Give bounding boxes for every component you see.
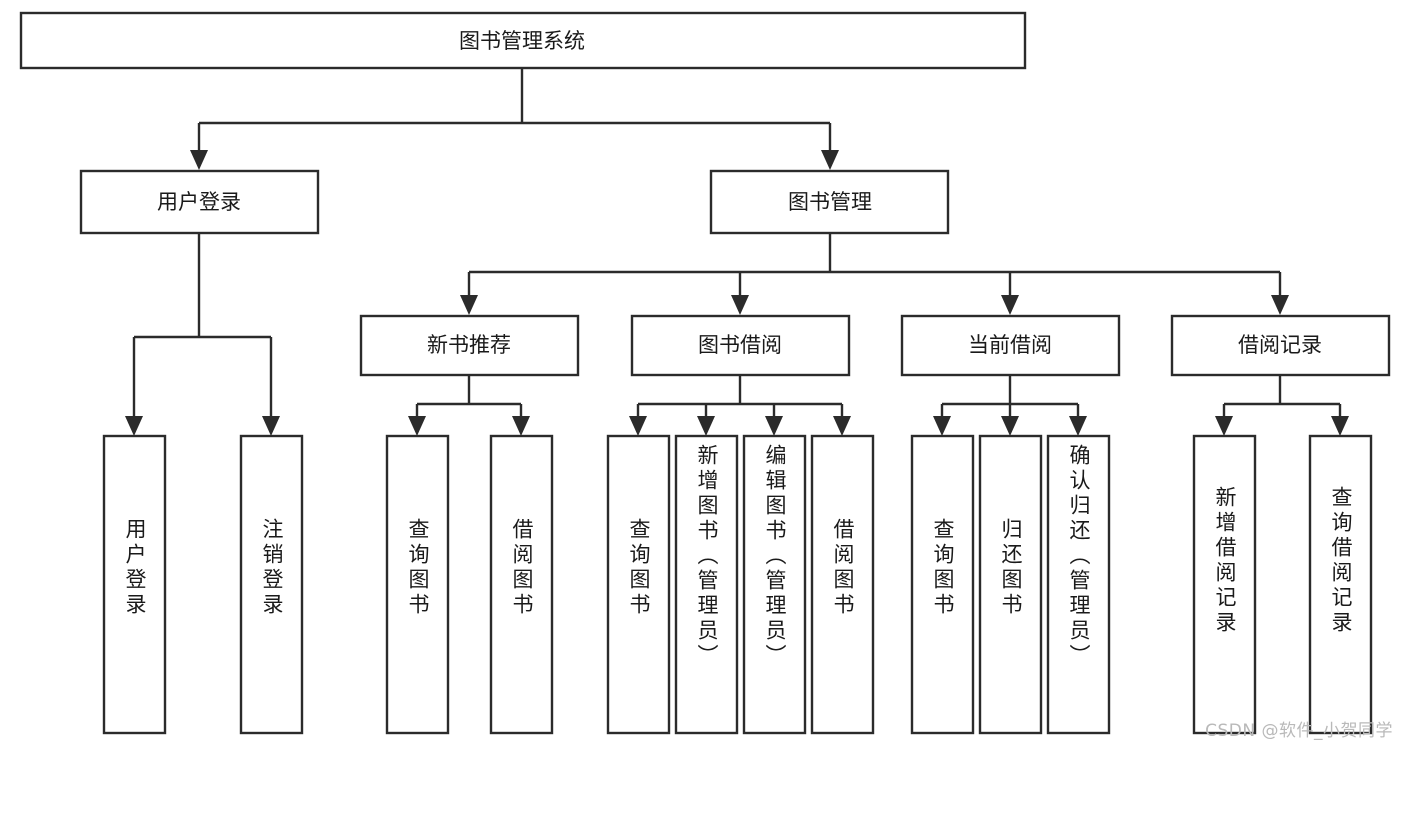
leaf-box-user-login[interactable] [102,434,167,735]
leaf-box-br-add-record[interactable] [1192,434,1257,735]
arrow-head-cb-leaf-3 [1069,416,1087,436]
leaf-box-nb-query-book[interactable] [385,434,450,735]
node-book-borrow[interactable]: 图书借阅 [630,314,851,377]
arrow-head-user-login [190,150,208,170]
leaf-box-cb-query-book[interactable] [910,434,975,735]
node-borrow-record-box[interactable] [1170,314,1391,377]
arrow-head-leaf-logout [262,416,280,436]
leaf-box-br-query-record[interactable] [1308,434,1373,735]
arrow-head-nb-leaf-2 [512,416,530,436]
arrow-head-leaf-user-login [125,416,143,436]
node-user-login-label: 用户登录 [157,190,241,214]
leaf-box-cb-confirm-return[interactable] [1046,434,1111,735]
arrow-head-cb-leaf-1 [933,416,951,436]
arrow-head-bb-leaf-1 [629,416,647,436]
leaf-box-logout[interactable] [239,434,304,735]
arrow-head-nb-leaf-1 [408,416,426,436]
node-user-login[interactable]: 用户登录 [79,169,320,235]
arrow-head-bb-leaf-4 [833,416,851,436]
leaf-box-bb-query-book[interactable] [606,434,671,735]
arrow-head-br-leaf-1 [1215,416,1233,436]
leaf-box-cb-return-book[interactable] [978,434,1043,735]
node-book-borrow-box[interactable] [630,314,851,377]
node-new-book-recommend-label: 新书推荐 [427,333,511,357]
node-root-label: 图书管理系统 [459,29,585,53]
leaf-box-bb-edit-book[interactable] [742,434,807,735]
edge-group [125,68,1349,436]
arrow-head-br-leaf-2 [1331,416,1349,436]
leaf-box-bb-add-book[interactable] [674,434,739,735]
node-book-borrow-label: 图书借阅 [698,333,782,357]
arrow-head-book-mgmt [821,150,839,170]
node-current-borrow-label: 当前借阅 [968,333,1052,357]
arrow-head-current-borrow [1001,295,1019,315]
node-user-login-box[interactable] [79,169,320,235]
node-book-management-box[interactable] [709,169,950,235]
arrow-head-new-book [460,295,478,315]
arrow-head-borrow-record [1271,295,1289,315]
node-root[interactable]: 图书管理系统 [19,11,1027,70]
node-current-borrow[interactable]: 当前借阅 [900,314,1121,377]
arrow-head-cb-leaf-2 [1001,416,1019,436]
node-borrow-record[interactable]: 借阅记录 [1170,314,1391,377]
node-root-box[interactable] [19,11,1027,70]
tree-diagram-svg: 图书管理系统 用户登录 图书管理 新书推荐 图书借阅 当前借阅 借阅记录 [19,11,1391,735]
diagram-canvas: 图书管理系统 用户登录 图书管理 新书推荐 图书借阅 当前借阅 借阅记录 [19,11,1393,741]
leaf-box-nb-borrow-book[interactable] [489,434,554,735]
node-borrow-record-label: 借阅记录 [1238,333,1322,357]
leaf-box-bb-borrow-book[interactable] [810,434,875,735]
watermark-label: CSDN @软件_小贺同学 [1205,721,1393,741]
arrow-head-bb-leaf-3 [765,416,783,436]
node-new-book-recommend-box[interactable] [359,314,580,377]
node-current-borrow-box[interactable] [900,314,1121,377]
arrow-head-bb-leaf-2 [697,416,715,436]
arrow-head-book-borrow [731,295,749,315]
node-new-book-recommend[interactable]: 新书推荐 [359,314,580,377]
node-book-management[interactable]: 图书管理 [709,169,950,235]
node-book-management-label: 图书管理 [788,190,872,214]
